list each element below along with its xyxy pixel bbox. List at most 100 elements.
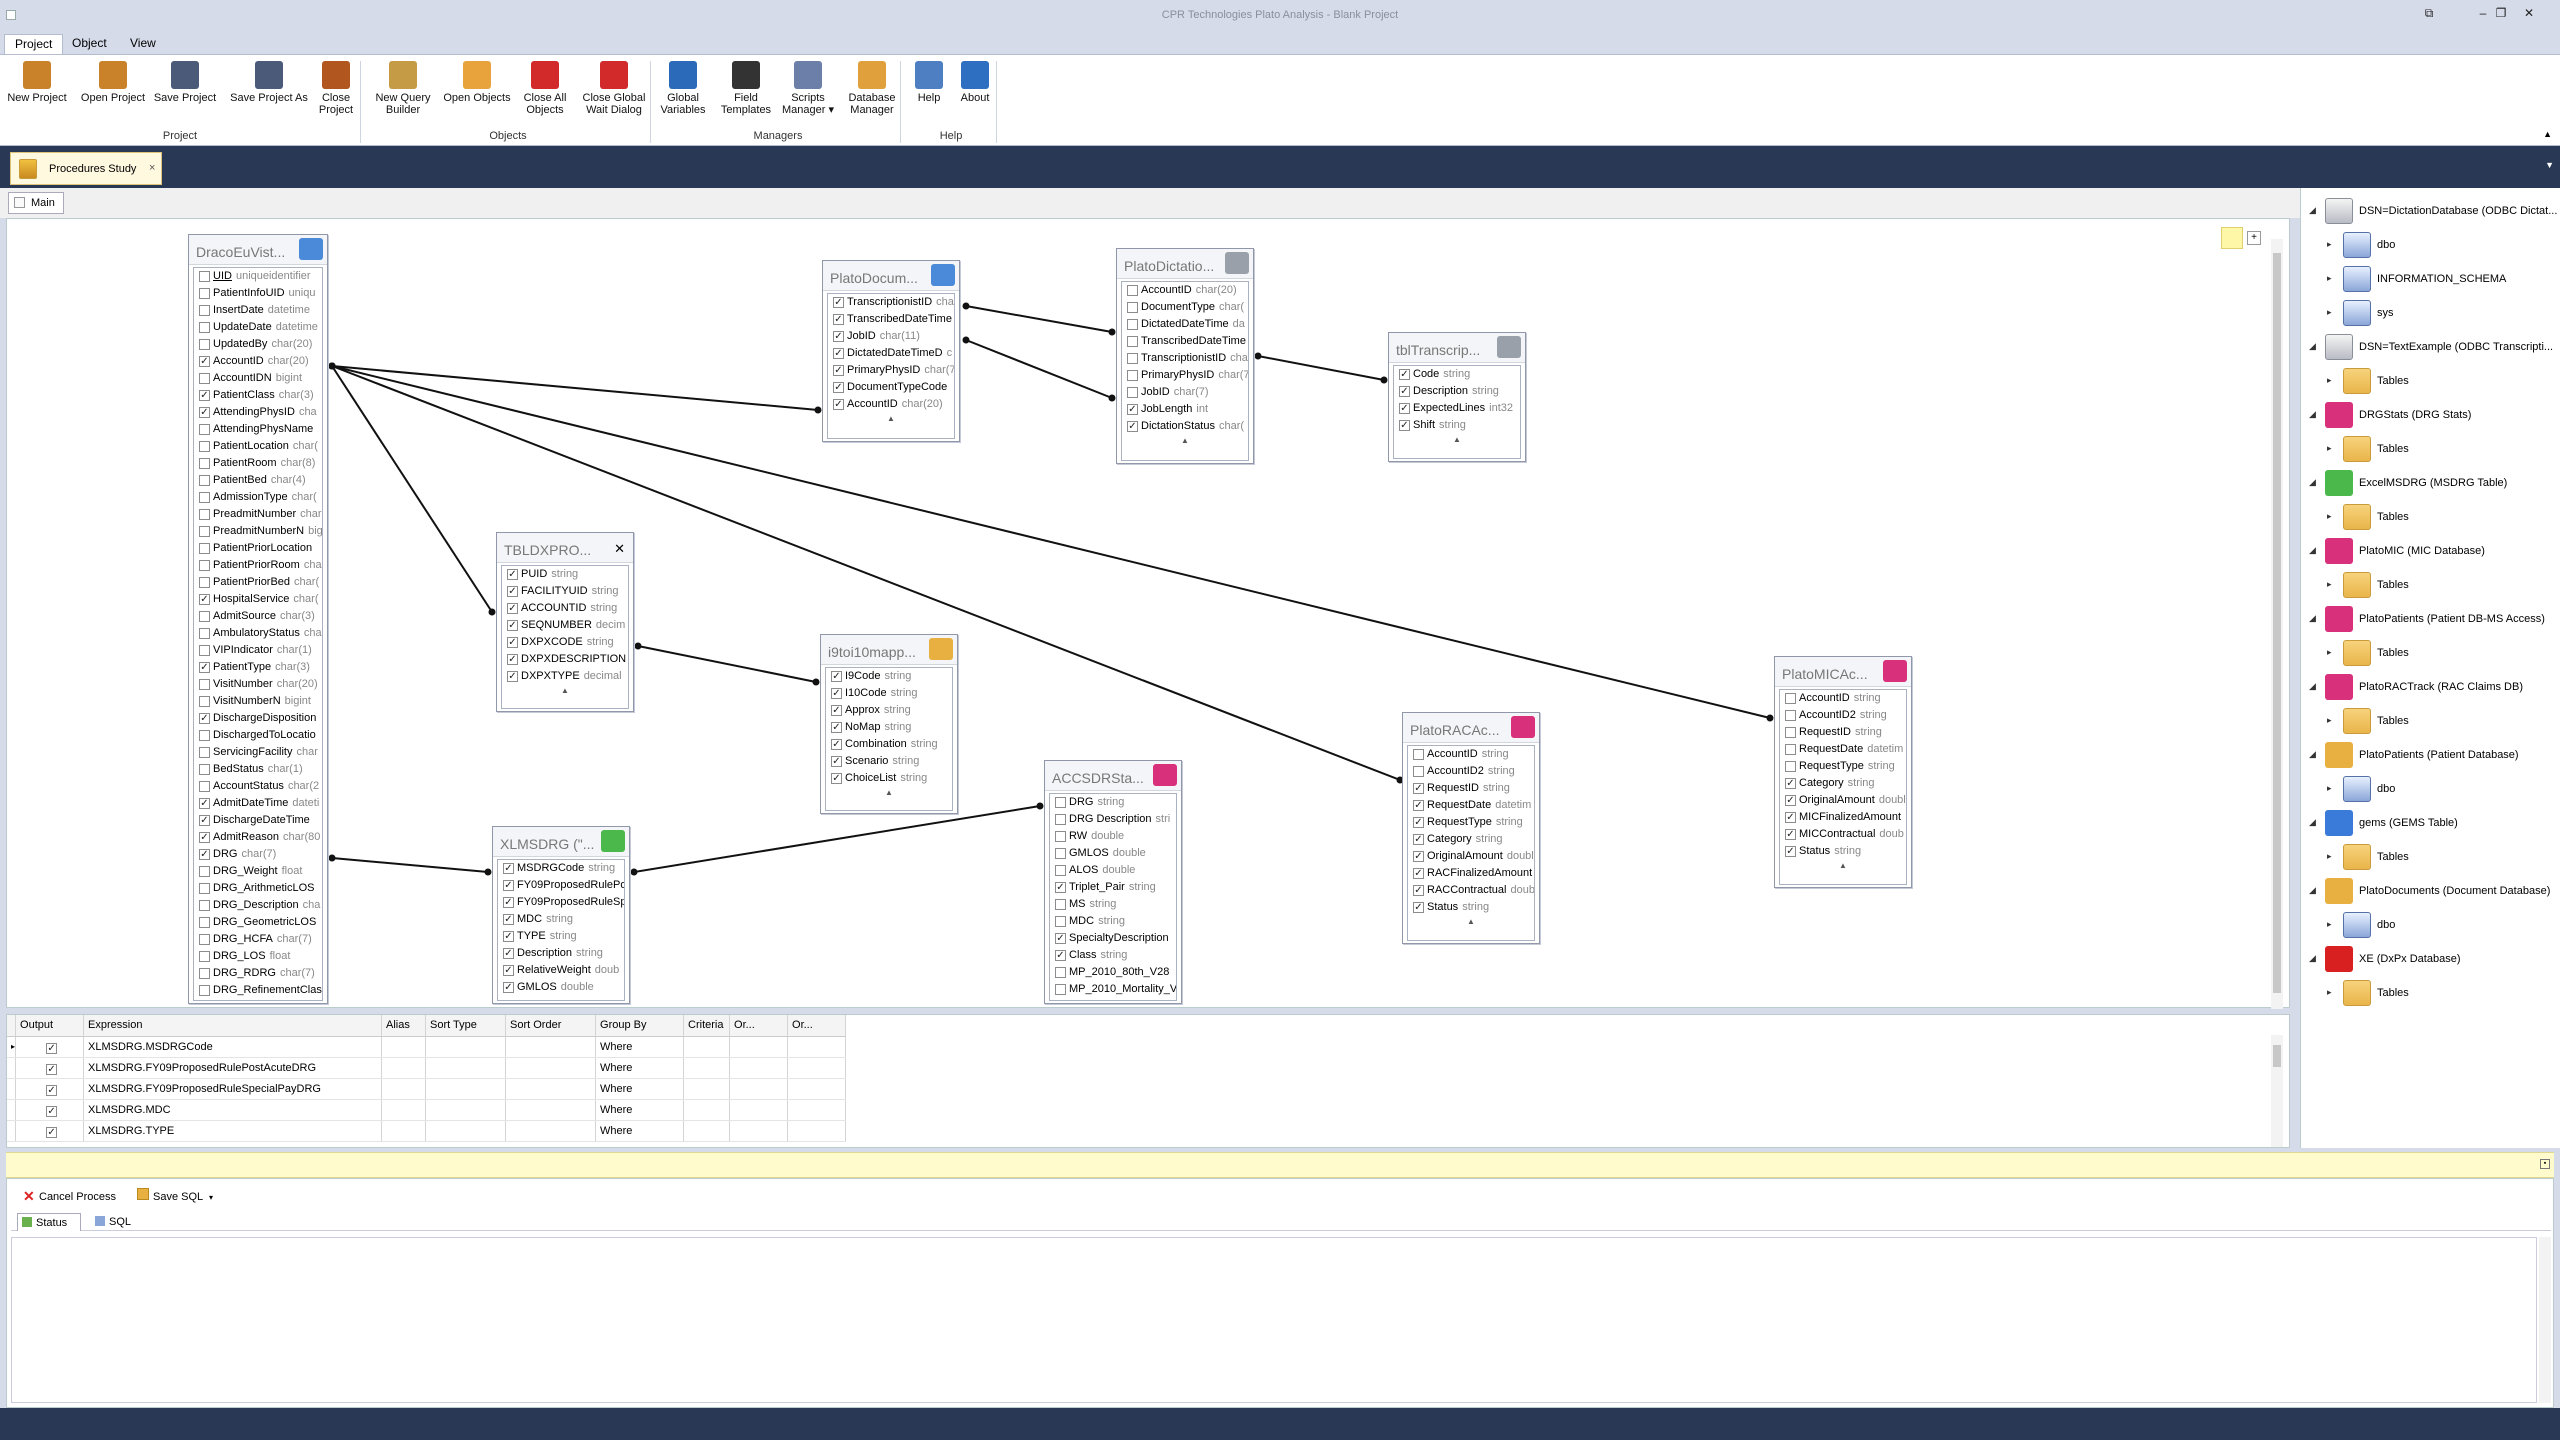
field-row[interactable]: ✓DXPXDESCRIPTION — [502, 651, 628, 668]
grid-cell[interactable] — [505, 1120, 597, 1142]
grid-cell[interactable] — [505, 1099, 597, 1121]
tab-sql[interactable]: SQL — [91, 1213, 143, 1231]
field-checkbox[interactable] — [199, 611, 210, 622]
field-checkbox[interactable]: ✓ — [1785, 846, 1796, 857]
grid-cell[interactable] — [729, 1057, 789, 1079]
grid-column-header[interactable]: Expression — [83, 1015, 383, 1037]
tree-expand-icon[interactable]: ▸ — [2327, 783, 2332, 793]
field-checkbox[interactable]: ✓ — [199, 594, 210, 605]
tab-project[interactable]: Project — [4, 34, 64, 54]
field-checkbox[interactable]: ✓ — [1127, 421, 1138, 432]
save-sql-button[interactable]: Save SQL — [153, 1191, 204, 1203]
field-checkbox[interactable]: ✓ — [503, 965, 514, 976]
grid-expression-cell[interactable]: XLMSDRG.MSDRGCode — [83, 1036, 383, 1058]
field-checkbox[interactable] — [1785, 744, 1796, 755]
field-checkbox[interactable]: ✓ — [199, 662, 210, 673]
grid-cell[interactable] — [683, 1099, 731, 1121]
open-objects-button[interactable]: Open Objects — [440, 61, 514, 104]
field-checkbox[interactable]: ✓ — [1399, 403, 1410, 414]
doc-tab-procedures-study[interactable]: Procedures Study × — [10, 152, 162, 185]
field-checkbox[interactable]: ✓ — [1399, 369, 1410, 380]
grid-cell[interactable] — [787, 1120, 847, 1142]
field-list-scroll-icon[interactable]: ▲ — [561, 686, 569, 695]
field-checkbox[interactable] — [199, 968, 210, 979]
tab-list-dropdown-icon[interactable]: ▼ — [2545, 160, 2554, 170]
tree-collapse-icon[interactable]: ◢ — [2309, 613, 2316, 623]
field-checkbox[interactable] — [199, 900, 210, 911]
grid-expression-cell[interactable]: XLMSDRG.FY09ProposedRulePostAcuteDRG — [83, 1057, 383, 1079]
field-checkbox[interactable] — [199, 526, 210, 537]
field-row[interactable]: ✓FY09ProposedRuleSp — [498, 894, 624, 911]
field-checkbox[interactable] — [1785, 710, 1796, 721]
tree-collapse-icon[interactable]: ◢ — [2309, 409, 2316, 419]
field-checkbox[interactable]: ✓ — [833, 382, 844, 393]
help-button[interactable]: Help — [910, 61, 948, 104]
field-checkbox[interactable]: ✓ — [833, 348, 844, 359]
field-checkbox[interactable]: ✓ — [1055, 950, 1066, 961]
field-checkbox[interactable] — [199, 679, 210, 690]
field-checkbox[interactable]: ✓ — [831, 705, 842, 716]
field-list-scroll-icon[interactable]: ▲ — [887, 414, 895, 423]
field-row[interactable]: ✓TranscribedDateTime — [828, 311, 954, 328]
output-checkbox[interactable]: ✓ — [46, 1063, 58, 1075]
field-checkbox[interactable] — [199, 322, 210, 333]
grid-group-by-cell[interactable]: Where — [595, 1036, 685, 1058]
tree-collapse-icon[interactable]: ◢ — [2309, 953, 2316, 963]
field-checkbox[interactable]: ✓ — [507, 620, 518, 631]
field-checkbox[interactable]: ✓ — [503, 880, 514, 891]
field-list-scroll-icon[interactable]: ▲ — [1467, 917, 1475, 926]
field-checkbox[interactable]: ✓ — [1399, 420, 1410, 431]
grid-cell[interactable] — [425, 1057, 507, 1079]
grid-cell[interactable] — [425, 1099, 507, 1121]
field-row[interactable]: AttendingPhysName — [194, 421, 322, 438]
field-checkbox[interactable] — [1413, 766, 1424, 777]
grid-group-by-cell[interactable]: Where — [595, 1057, 685, 1079]
grid-group-by-cell[interactable]: Where — [595, 1078, 685, 1100]
tree-expand-icon[interactable]: ▸ — [2327, 987, 2332, 997]
field-checkbox[interactable]: ✓ — [199, 815, 210, 826]
output-vertical-scrollbar[interactable] — [2539, 1237, 2551, 1403]
field-checkbox[interactable]: ✓ — [507, 569, 518, 580]
field-row[interactable]: ✓MICFinalizedAmount — [1780, 809, 1906, 826]
grid-row[interactable]: ✓ XLMSDRG.FY09ProposedRulePostAcuteDRG Whe… — [7, 1057, 847, 1079]
field-checkbox[interactable]: ✓ — [1785, 778, 1796, 789]
